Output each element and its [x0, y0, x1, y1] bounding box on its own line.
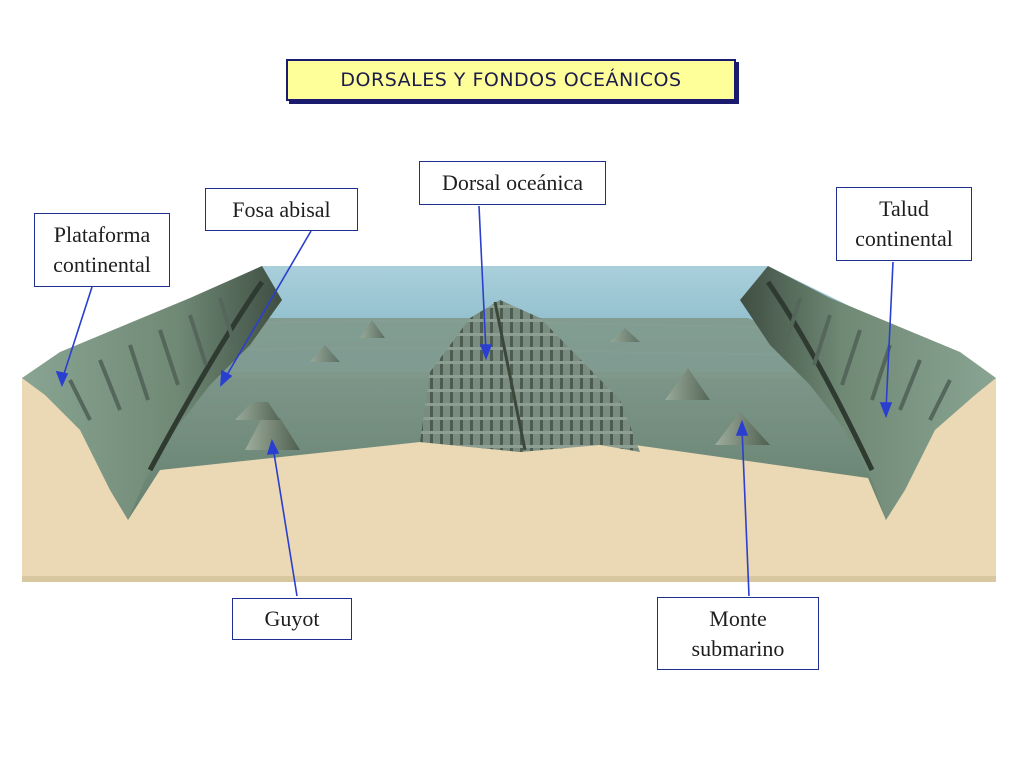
left-continental-slope — [22, 266, 282, 520]
label-dorsal-text: Dorsal oceánica — [441, 170, 584, 195]
arrow-guyot — [272, 446, 298, 597]
diagram-title: DORSALES Y FONDOS OCEÁNICOS — [286, 59, 736, 101]
label-monte-submarino: Monte submarino — [657, 597, 819, 670]
label-fosa-text: Fosa abisal — [232, 196, 331, 222]
label-talud-line1: Talud — [879, 196, 929, 221]
label-monte-line1: Monte — [709, 605, 767, 631]
arrow-dorsal — [478, 205, 487, 353]
arrow-plataforma — [61, 286, 93, 381]
label-dorsal-oceanica: Dorsal oceánica — [419, 161, 606, 205]
arrow-monte — [741, 427, 750, 597]
right-continental-slope — [740, 266, 996, 520]
guyot-mound — [245, 418, 300, 450]
label-guyot: Guyot — [232, 598, 352, 640]
label-talud-continental: Talud continental — [836, 187, 972, 261]
label-talud-line2: continental — [855, 226, 953, 251]
mid-ocean-ridge — [420, 300, 640, 452]
arrow-talud — [885, 261, 894, 411]
label-plataforma-line1: Plataforma — [53, 222, 151, 247]
arrow-fosa — [223, 230, 312, 381]
label-guyot-text: Guyot — [264, 606, 320, 631]
label-plataforma-continental: Plataforma continental — [34, 213, 170, 287]
label-monte-line2: submarino — [691, 635, 785, 661]
label-fosa-abisal: Fosa abisal — [205, 188, 358, 231]
label-plataforma-line2: continental — [53, 252, 151, 277]
